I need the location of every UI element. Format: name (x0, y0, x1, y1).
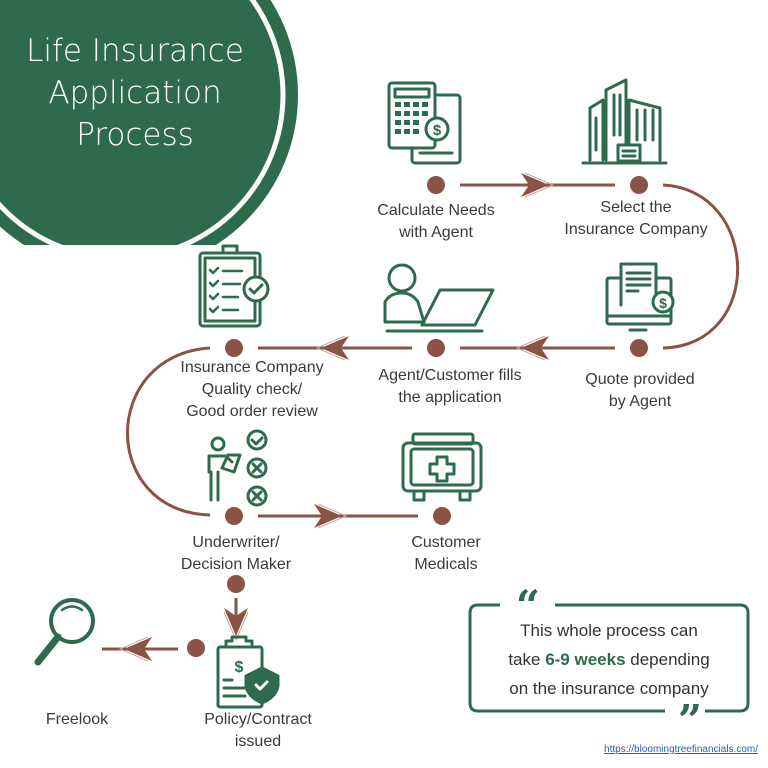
clipboard-check-icon (198, 244, 270, 328)
underwriter-icon (207, 429, 268, 507)
open-quote-icon: “ (516, 581, 540, 630)
svg-text:$: $ (235, 659, 244, 676)
quote-text: This whole process can take 6-9 weeks de… (508, 621, 710, 698)
close-quote-icon: ” (678, 696, 702, 745)
node-underwriter (225, 507, 243, 525)
node-select-company (630, 176, 648, 194)
node-fills-application (427, 339, 445, 357)
magnifier-icon (34, 598, 95, 666)
duration-highlight: 6-9 weeks (545, 650, 626, 669)
quote-box: “ ” (468, 581, 750, 745)
step-label-underwriter: Underwriter/Decision Maker (180, 534, 292, 573)
node-calculate-needs (427, 176, 445, 194)
buildings-icon (581, 78, 668, 165)
node-policy-issued (187, 639, 205, 657)
monitor-quote-icon: $ (605, 262, 675, 332)
svg-text:$: $ (433, 122, 442, 139)
node-customer-medicals (433, 507, 451, 525)
person-laptop-icon (383, 263, 495, 333)
node-underwriter-out (227, 575, 245, 593)
node-quality-check (225, 339, 243, 357)
page-title: Life Insurance Application Process (26, 33, 244, 153)
source-link[interactable]: https://bloomingtreefinancials.com/ (604, 744, 758, 755)
svg-text:$: $ (659, 295, 667, 311)
nodes (187, 176, 648, 657)
connector-5-6 (126, 346, 211, 517)
calculator-icon: $ (387, 81, 462, 165)
policy-shield-icon: $ (216, 635, 280, 709)
node-quote-provided (630, 339, 648, 357)
connector-2-3 (662, 183, 740, 350)
medical-kit-icon (401, 432, 483, 502)
step-label-freelook: Freelook (45, 711, 109, 728)
